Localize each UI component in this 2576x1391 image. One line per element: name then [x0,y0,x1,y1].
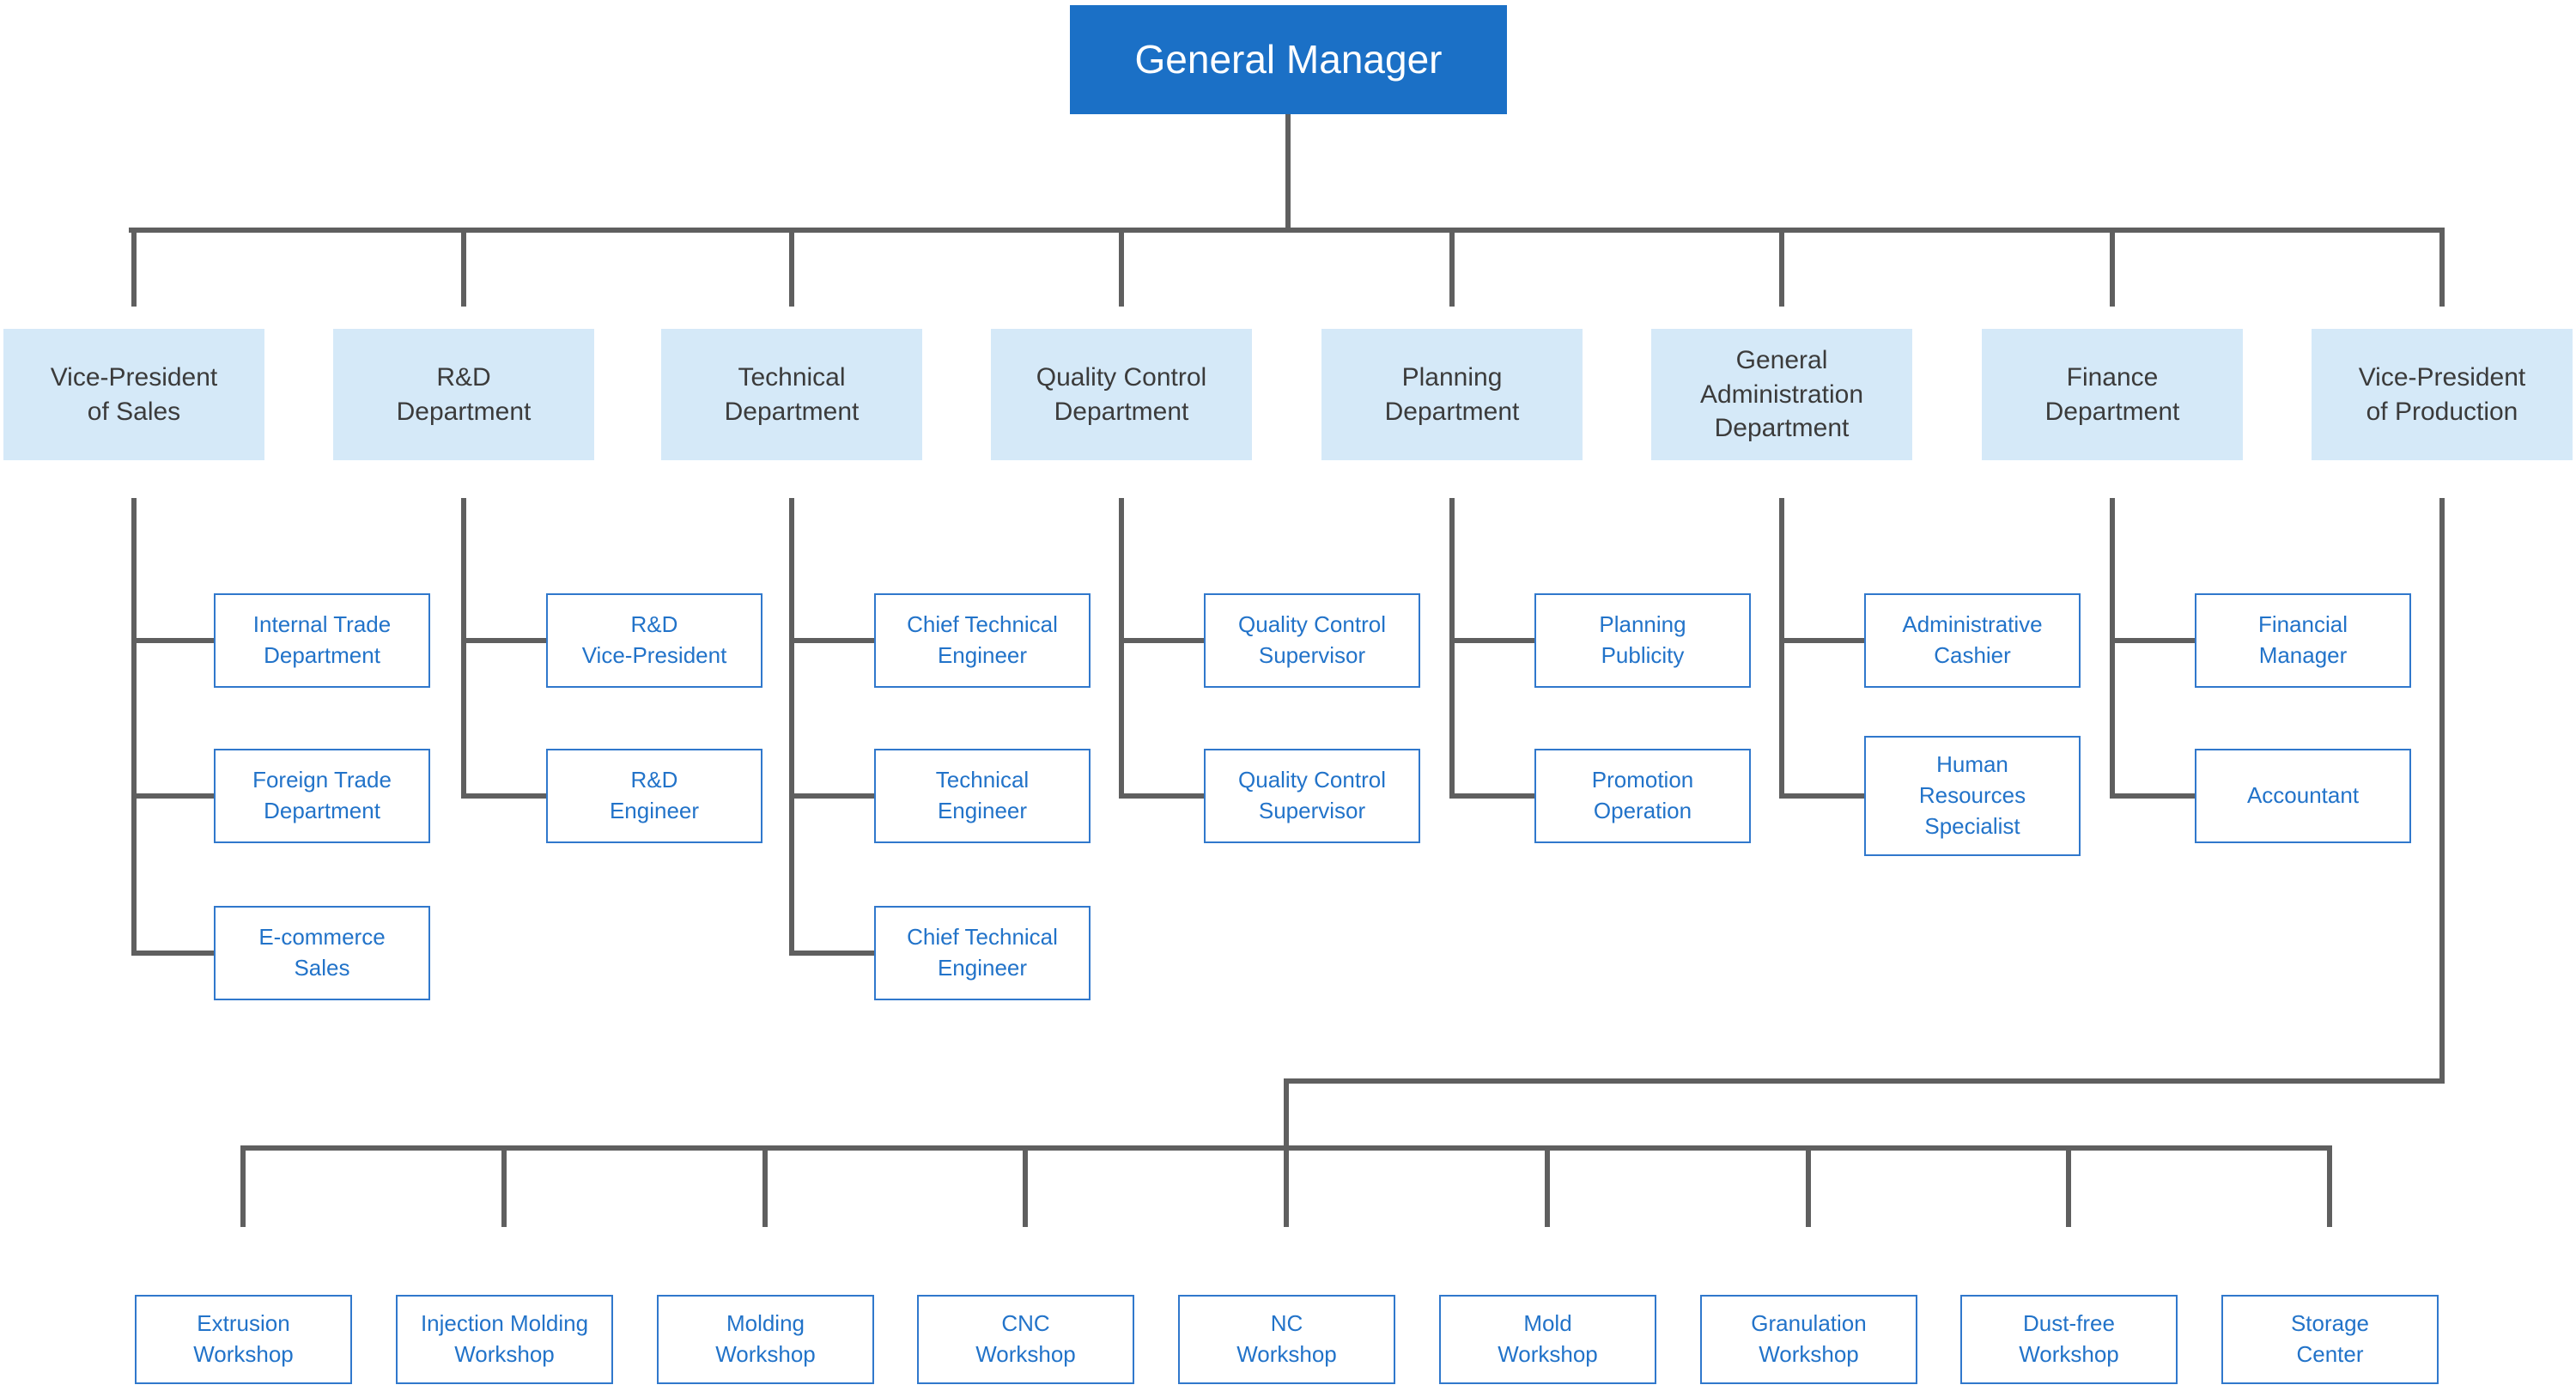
node-rd-vice-president: R&D Vice-President [546,593,762,688]
connector-child-stub-foreign-trade [131,793,216,799]
node-molding-workshop: Molding Workshop [657,1295,874,1384]
connector-child-stub-qc-supervisor-1 [1119,638,1206,643]
connector-column-vp-production [2439,498,2445,1084]
connector-column-vp-sales [131,498,137,956]
node-granulation-workshop: Granulation Workshop [1700,1295,1917,1384]
connector-child-stub-qc-supervisor-2 [1119,793,1206,799]
connector-child-stub-ecommerce [131,951,216,956]
node-technical-engineer: Technical Engineer [874,749,1091,843]
connector-column-planning [1449,498,1455,799]
connector-child-stub-financial-manager [2110,638,2197,643]
connector-child-stub-hr-specialist [1779,793,1867,799]
node-foreign-trade-department: Foreign Trade Department [214,749,430,843]
connector-child-stub-technical-engineer [789,793,877,799]
node-quality-control-department: Quality Control Department [991,329,1252,460]
node-storage-center: Storage Center [2221,1295,2439,1384]
connector-workshop-drop-mold [1545,1145,1550,1227]
node-technical-department: Technical Department [661,329,922,460]
node-vp-production: Vice-President of Production [2312,329,2573,460]
node-administrative-cashier: Administrative Cashier [1864,593,2081,688]
connector-child-stub-rd-engineer [461,793,549,799]
node-planning-department: Planning Department [1321,329,1583,460]
connector-child-stub-chief-technical-2 [789,951,877,956]
connector-workshop-drop-cnc [1023,1145,1028,1227]
connector-workshop-drop-molding [762,1145,768,1227]
node-rd-department: R&D Department [333,329,594,460]
connector-child-stub-administrative-cashier [1779,638,1867,643]
connector-stub-technical [789,228,794,307]
connector-stub-finance [2110,228,2115,307]
connector-column-finance [2110,498,2115,799]
connector-column-general-administration [1779,498,1784,799]
node-vp-sales: Vice-President of Sales [3,329,264,460]
node-mold-workshop: Mold Workshop [1439,1295,1656,1384]
node-chief-technical-engineer-2: Chief Technical Engineer [874,906,1091,1000]
connector-workshop-drop-extrusion [240,1145,246,1227]
connector-workshop-drop-nc [1284,1145,1289,1227]
node-general-manager: General Manager [1070,5,1507,114]
connector-column-quality-control [1119,498,1124,799]
connector-workshop-drop-storage [2327,1145,2332,1227]
node-chief-technical-engineer-1: Chief Technical Engineer [874,593,1091,688]
connector-production-elbow-v [1284,1078,1289,1151]
connector-stub-rd [461,228,466,307]
connector-stub-planning [1449,228,1455,307]
connector-root-drop [1285,114,1291,230]
node-e-commerce-sales: E-commerce Sales [214,906,430,1000]
node-injection-molding-workshop: Injection Molding Workshop [396,1295,613,1384]
connector-stub-vp-production [2439,228,2445,307]
connector-stub-general-administration [1779,228,1784,307]
connector-column-technical [789,498,794,956]
node-quality-control-supervisor-1: Quality Control Supervisor [1204,593,1420,688]
connector-child-stub-promotion-operation [1449,793,1537,799]
connector-production-elbow-h [1284,1078,2445,1084]
node-human-resources-specialist: Human Resources Specialist [1864,736,2081,856]
connector-stub-vp-sales [131,228,137,307]
connector-workshop-drop-dust-free [2066,1145,2071,1227]
connector-child-stub-chief-technical-1 [789,638,877,643]
connector-level1-trunk [129,228,2445,233]
node-dust-free-workshop: Dust-free Workshop [1960,1295,2178,1384]
connector-child-stub-accountant [2110,793,2197,799]
node-financial-manager: Financial Manager [2195,593,2411,688]
node-finance-department: Finance Department [1982,329,2243,460]
node-quality-control-supervisor-2: Quality Control Supervisor [1204,749,1420,843]
connector-workshop-drop-granulation [1806,1145,1811,1227]
node-promotion-operation: Promotion Operation [1534,749,1751,843]
node-planning-publicity: Planning Publicity [1534,593,1751,688]
node-nc-workshop: NC Workshop [1178,1295,1395,1384]
node-general-administration-department: General Administration Department [1651,329,1912,460]
connector-workshop-drop-injection-molding [501,1145,507,1227]
node-internal-trade-department: Internal Trade Department [214,593,430,688]
node-rd-engineer: R&D Engineer [546,749,762,843]
connector-stub-quality-control [1119,228,1124,307]
connector-child-stub-rd-vp [461,638,549,643]
connector-column-rd [461,498,466,799]
node-accountant: Accountant [2195,749,2411,843]
node-cnc-workshop: CNC Workshop [917,1295,1134,1384]
connector-child-stub-internal-trade [131,638,216,643]
node-extrusion-workshop: Extrusion Workshop [135,1295,352,1384]
connector-child-stub-planning-publicity [1449,638,1537,643]
